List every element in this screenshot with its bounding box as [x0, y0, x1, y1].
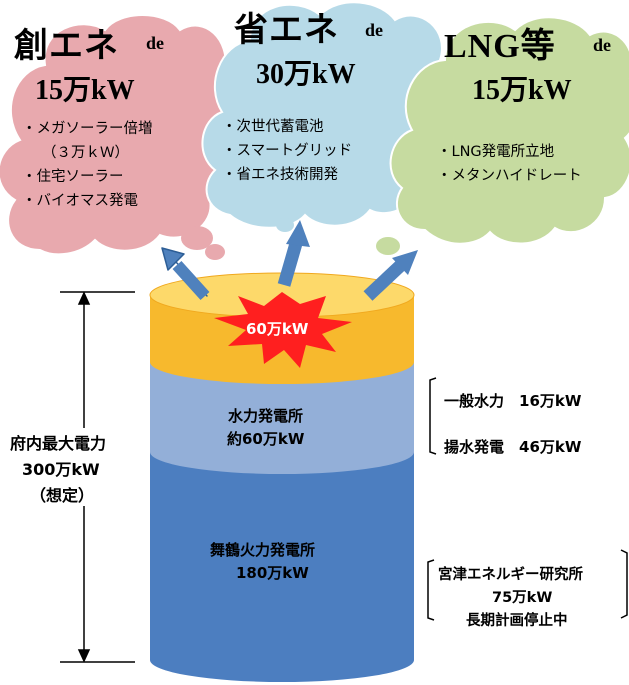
cloud-lng-de: de	[593, 35, 611, 55]
miyazu-name: 宮津エネルギー研究所	[438, 567, 583, 583]
cloud-save-bullet: ・スマートグリッド	[222, 143, 353, 159]
cloud-save-bullet: ・省エネ技術開発	[222, 167, 338, 183]
miyazu-amount: 75万kW	[492, 590, 553, 606]
cloud-save-amount: 30万kW	[256, 59, 356, 90]
cloud-save-title: 省エネ	[234, 12, 339, 49]
cloud-lng-title: LNG等	[444, 28, 556, 65]
cloud-create-bullet: ・メガソーラー倍増	[22, 121, 153, 137]
thermal-label-amount: 180万kW	[236, 564, 309, 582]
arrow-to-save	[277, 220, 310, 287]
cloud-save-bullet: ・次世代蓄電池	[222, 119, 324, 135]
miyazu-bracket-right	[620, 549, 628, 619]
cloud-create-energy	[0, 14, 240, 260]
arrow-to-lng	[363, 250, 418, 301]
hydro-label-name: 水力発電所	[228, 407, 304, 425]
cloud-save-de: de	[365, 20, 383, 40]
cloud-lng-bullet: ・LNG発電所立地	[437, 144, 555, 160]
cloud-create-title: 創エネ	[14, 28, 119, 65]
miyazu-status: 長期計画停止中	[466, 613, 568, 629]
cloud-lng-amount: 15万kW	[472, 75, 572, 106]
cloud-lng	[376, 16, 629, 255]
miyazu-bracket-left	[427, 559, 435, 621]
thermal-label-name: 舞鶴火力発電所	[210, 541, 316, 559]
cloud-create-de: de	[146, 33, 164, 53]
total-label-note: （想定）	[30, 486, 95, 505]
hydro-breakdown-pumped: 揚水発電 46万kW	[444, 438, 582, 456]
total-label-amount: 300万kW	[22, 460, 100, 479]
total-label-title: 府内最大電力	[10, 434, 107, 453]
cloud-create-bullet: （３万ｋＷ）	[42, 145, 129, 161]
cloud-create-bullet: ・住宅ソーラー	[22, 169, 124, 185]
power-cylinder	[149, 272, 415, 682]
hydro-label-amount: 約60万kW	[227, 430, 305, 448]
hydro-bracket	[429, 377, 437, 455]
cloud-create-bullet: ・バイオマス発電	[22, 193, 138, 209]
cloud-lng-bullet: ・メタンハイドレート	[437, 168, 582, 184]
top-section-label: 60万kW	[246, 320, 309, 338]
hydro-breakdown-general: 一般水力 16万kW	[444, 392, 582, 410]
cloud-create-amount: 15万kW	[35, 75, 135, 106]
burst-star	[214, 292, 352, 368]
arrow-to-create	[161, 247, 210, 301]
total-dimension-line	[60, 291, 135, 663]
